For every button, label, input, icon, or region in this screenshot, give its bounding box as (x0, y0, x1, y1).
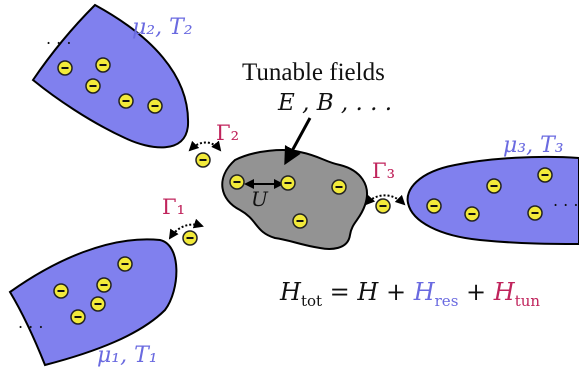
electron-icon (426, 198, 442, 214)
electron-icon (464, 206, 480, 222)
quantum-dot-island (221, 149, 368, 250)
reservoir-3 (406, 155, 579, 245)
pointer-arrow-icon (284, 117, 312, 166)
h-tot-subscript: tot (301, 292, 322, 310)
electron-icon (95, 57, 111, 73)
electron-icon (375, 198, 391, 214)
h-tot-symbol: H (279, 278, 302, 306)
electron-icon (537, 167, 553, 183)
h-res-symbol: H (413, 278, 436, 306)
electron-icon (53, 283, 69, 299)
fields-list: E , B , . . . (277, 90, 392, 116)
fields-title: Tunable fields (242, 59, 385, 86)
h-eq-part: = H + (322, 278, 414, 306)
reservoir-2-body (31, 3, 190, 149)
electron-icon (57, 60, 73, 76)
reservoir-1-ellipsis: . . . (18, 313, 43, 332)
hopping-arrow-icon (188, 140, 222, 152)
island-body (221, 149, 368, 250)
electron-icon (90, 296, 106, 312)
total-hamiltonian: Htot = H + Hres + Htun (279, 278, 540, 310)
h-tun-subscript: tun (515, 292, 541, 310)
electron-icon (229, 174, 245, 190)
electron-icon (85, 78, 101, 94)
reservoir-3-label: μ₃, T₃ (503, 133, 564, 158)
h-res-subscript: res (435, 292, 459, 310)
hopping-arrow-icon (364, 194, 406, 206)
interaction-label: U (251, 187, 269, 211)
electron-icon (527, 205, 543, 221)
tunneling-rate-1: Γ₁ (162, 195, 185, 219)
reservoir-1-label: μ₁, T₁ (97, 343, 158, 368)
electron-icon (486, 178, 502, 194)
electron-icon (280, 175, 296, 191)
reservoir-3-body (406, 155, 579, 245)
hopping-arrow-icon (168, 218, 204, 240)
h-tun-symbol: H (493, 278, 516, 306)
electron-icon (70, 309, 86, 325)
reservoir-2-label: μ₂, T₂ (132, 15, 193, 40)
electron-icon (182, 230, 198, 246)
tunneling-rate-2: Γ₂ (216, 121, 239, 145)
reservoir-3-ellipsis: . . . (553, 191, 578, 210)
electron-icon (96, 277, 112, 293)
electron-icon (292, 213, 308, 229)
reservoir-2 (31, 3, 190, 149)
electron-icon (117, 256, 133, 272)
tunneling-rate-3: Γ₃ (372, 159, 395, 183)
electron-icon (331, 179, 347, 195)
electron-icon (147, 98, 163, 114)
h-plus: + (458, 278, 493, 306)
electron-icon (118, 93, 134, 109)
reservoir-2-ellipsis: . . . (46, 29, 71, 48)
electron-icon (195, 152, 211, 168)
